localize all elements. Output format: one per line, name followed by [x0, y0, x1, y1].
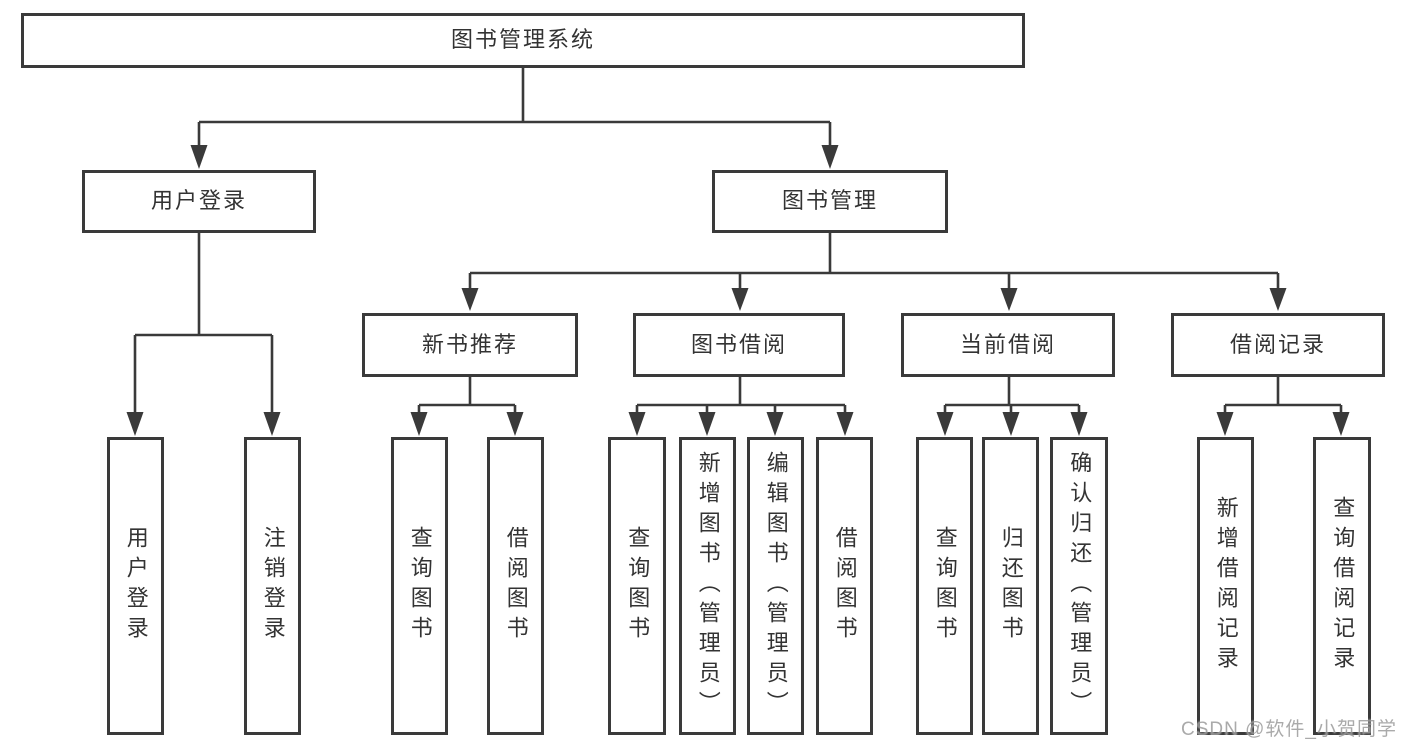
leaf-return-books: 归还图书	[982, 437, 1039, 735]
leaf-edit-books-admin: 编辑图书（管理员）	[747, 437, 804, 735]
connector-login-split	[133, 233, 274, 414]
leaf-query-borrow-record: 查询借阅记录	[1313, 437, 1371, 735]
connector-management-split	[468, 233, 1280, 291]
node-borrow-records: 借阅记录	[1171, 313, 1385, 377]
leaf-recommend-borrow-books: 借阅图书	[487, 437, 544, 735]
leaf-add-books-admin: 新增图书（管理员）	[679, 437, 736, 735]
leaf-borrow-books: 借阅图书	[816, 437, 873, 735]
connector-recommend-split	[417, 377, 517, 414]
csdn-watermark: CSDN @软件_小贺同学	[1181, 719, 1397, 740]
connector-current-split	[943, 377, 1081, 414]
leaf-add-borrow-record: 新增借阅记录	[1197, 437, 1254, 735]
leaf-borrow-query-books: 查询图书	[608, 437, 666, 735]
node-book-borrow: 图书借阅	[633, 313, 845, 377]
leaf-logout: 注销登录	[244, 437, 301, 735]
arrowheads	[126, 145, 1350, 436]
node-user-login: 用户登录	[82, 170, 316, 233]
leaf-confirm-return-admin: 确认归还（管理员）	[1050, 437, 1108, 735]
leaf-recommend-query-books: 查询图书	[391, 437, 448, 735]
leaf-current-query-books: 查询图书	[916, 437, 973, 735]
node-library-management-system: 图书管理系统	[21, 13, 1025, 68]
connector-records-split	[1223, 377, 1343, 414]
node-current-borrow: 当前借阅	[901, 313, 1115, 377]
leaf-user-login: 用户登录	[107, 437, 164, 735]
node-book-management: 图书管理	[712, 170, 948, 233]
connector-borrow-split	[635, 377, 847, 414]
node-new-book-recommend: 新书推荐	[362, 313, 578, 377]
connector-root-split	[197, 68, 832, 148]
